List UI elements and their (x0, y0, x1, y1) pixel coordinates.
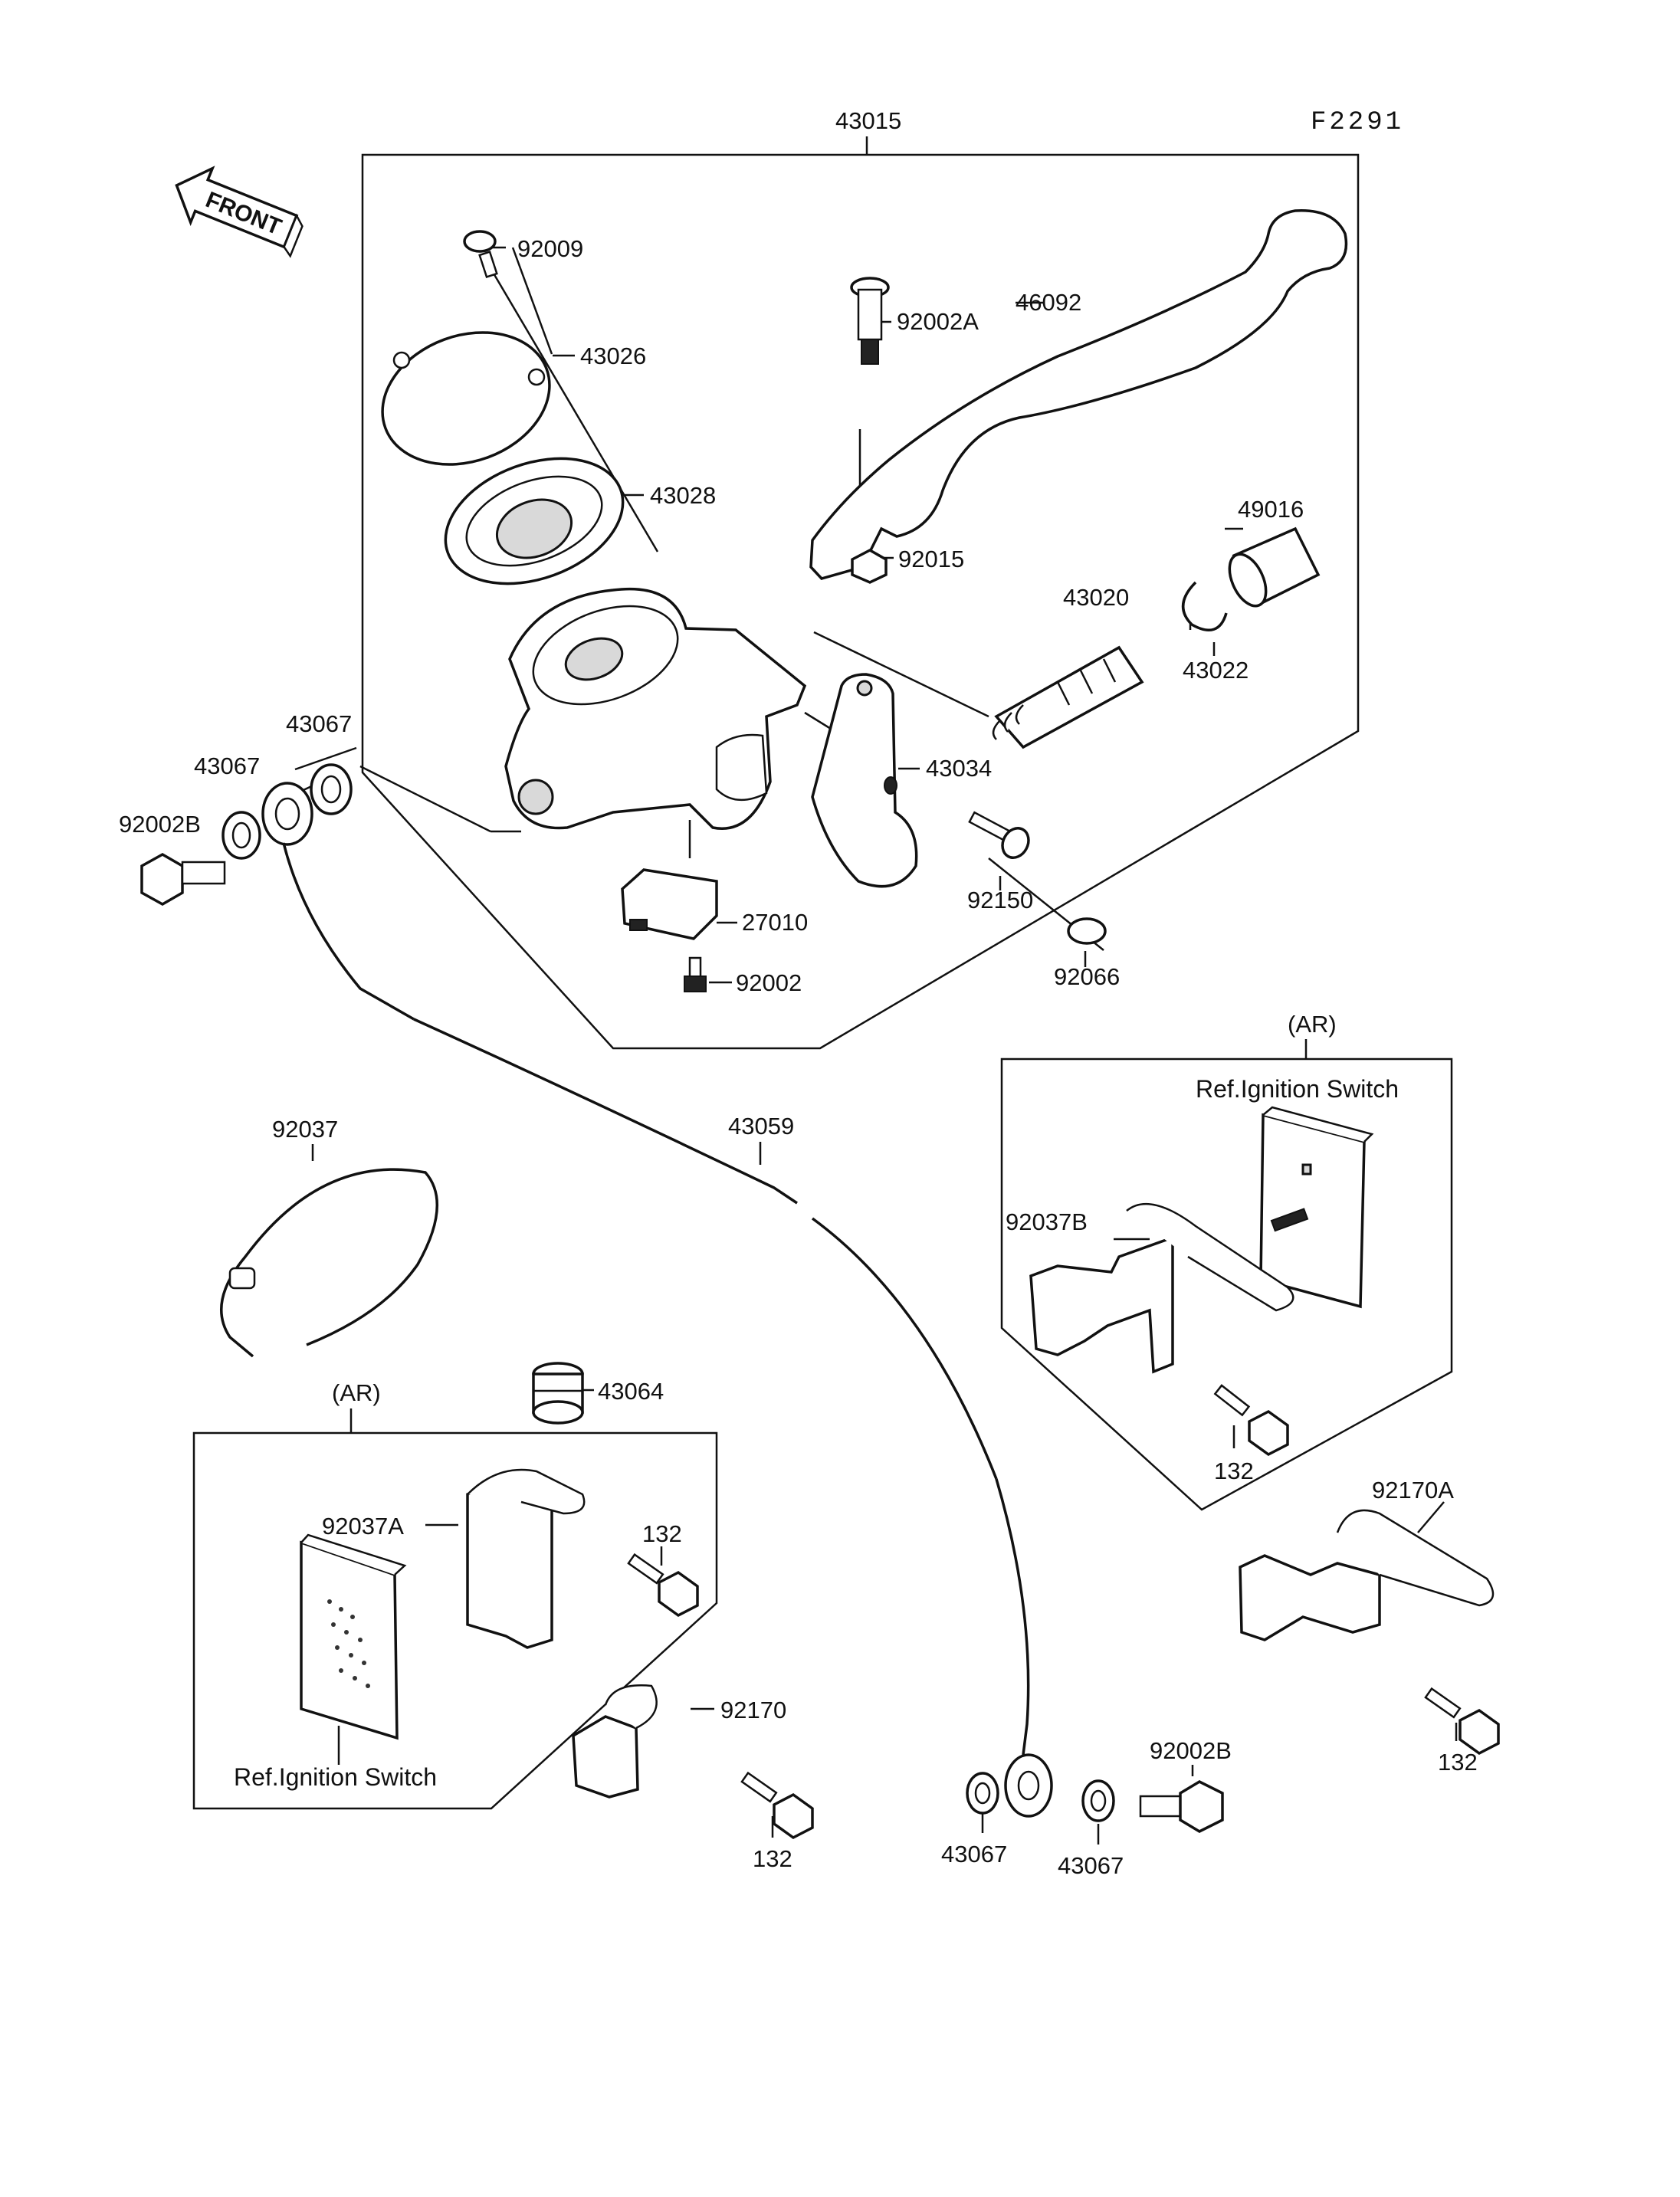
dust-boot-49016-icon (1228, 526, 1321, 608)
front-direction-arrow-icon: FRONT (175, 166, 304, 258)
label-43015: 43015 (835, 107, 901, 134)
label-49016: 49016 (1238, 496, 1304, 523)
brake-switch-27010-icon (621, 868, 718, 940)
left-ar-group-outline (192, 1431, 718, 1810)
label-92150: 92150 (967, 887, 1033, 913)
circlip-43022-icon (1181, 581, 1228, 631)
washer-hole-icon (1090, 1789, 1107, 1812)
washer-hole-icon (320, 775, 342, 804)
label-43064: 43064 (598, 1378, 664, 1405)
label-ref-ignition-switch-left: Ref.Ignition Switch (234, 1763, 437, 1791)
bracket-92170-icon (572, 1684, 658, 1799)
label-92037B: 92037B (1006, 1208, 1088, 1235)
nut-92015-icon (851, 549, 888, 584)
label-92170A: 92170A (1372, 1477, 1454, 1503)
banjo-bolt-92002B-icon (1139, 1780, 1224, 1833)
label-92009: 92009 (517, 235, 583, 262)
diagram-code: F2291 (1311, 108, 1404, 137)
bracket-92037A-icon (466, 1468, 586, 1649)
banjo-bolt-92002B-icon (140, 852, 226, 907)
label-43067-bottom-left: 43067 (941, 1841, 1007, 1867)
label-43022: 43022 (1183, 657, 1249, 684)
screw-92009-icon (463, 230, 498, 279)
part-number-labels: F2291 43015 92009 43026 43028 92002A 460… (119, 107, 1478, 1879)
label-92002: 92002 (736, 969, 802, 996)
label-43059: 43059 (728, 1113, 794, 1139)
label-43026: 43026 (580, 343, 646, 369)
bracket-92037B-icon (1029, 1202, 1309, 1374)
bolt-132-icon (740, 1771, 814, 1840)
label-92015: 92015 (898, 546, 964, 572)
screw-92002-icon (684, 956, 707, 992)
label-ar-left: (AR) (332, 1379, 381, 1406)
cap-hole-icon (527, 368, 546, 386)
label-ref-ignition-switch-right: Ref.Ignition Switch (1196, 1075, 1399, 1103)
washer-hole-icon (231, 821, 251, 849)
reservoir-cap-43026-icon (381, 331, 551, 466)
band-clamp-92037-icon (220, 1168, 439, 1358)
label-43067-left: 43067 (194, 753, 260, 779)
cap-92066-icon (1067, 917, 1107, 945)
clamp-43034-icon (811, 673, 918, 888)
label-132-bottom: 132 (753, 1845, 792, 1872)
label-132-right: 132 (1214, 1458, 1254, 1484)
label-ar-right: (AR) (1288, 1011, 1337, 1038)
bolt-132-icon (1213, 1384, 1289, 1457)
master-cylinder-group-outline (361, 153, 1360, 1050)
ignition-switch-right-icon (1259, 1106, 1374, 1309)
bracket-92170A-icon (1239, 1509, 1495, 1641)
brake-lever-46092-icon (809, 209, 1348, 580)
band-tab-icon (228, 1267, 256, 1290)
label-92066: 92066 (1054, 963, 1120, 990)
right-ar-group-outline (1000, 1058, 1453, 1511)
label-43067-bottom-right: 43067 (1058, 1852, 1124, 1879)
washer-hole-icon (974, 1782, 991, 1805)
label-43067-top: 43067 (286, 710, 352, 737)
grommet-43064-icon (532, 1362, 584, 1425)
label-132-far-right: 132 (1438, 1749, 1478, 1776)
cap-hole-icon (392, 351, 411, 369)
label-43028: 43028 (650, 482, 716, 509)
brake-hose-43059-icon (261, 782, 1053, 1818)
piston-assembly-43020-icon (992, 645, 1144, 749)
label-92002B-right: 92002B (1150, 1737, 1232, 1764)
label-43020: 43020 (1063, 584, 1129, 611)
label-92170: 92170 (720, 1697, 786, 1723)
diaphragm-43028-icon (444, 457, 625, 585)
master-cylinder-body-icon (504, 587, 807, 830)
pivot-bolt-92002A-icon (850, 277, 890, 365)
bolt-92150-icon (968, 811, 1030, 859)
label-46092: 46092 (1016, 289, 1081, 316)
label-132-left: 132 (642, 1520, 682, 1547)
label-92037A: 92037A (322, 1513, 404, 1540)
label-27010: 27010 (742, 909, 808, 936)
label-92037: 92037 (272, 1116, 338, 1143)
bolt-132-icon (627, 1553, 699, 1618)
label-43034: 43034 (926, 755, 992, 782)
label-92002B-left: 92002B (119, 811, 201, 838)
switch-texture-icon (327, 1599, 370, 1688)
ignition-switch-left-icon (300, 1533, 407, 1740)
label-92002A: 92002A (897, 308, 979, 335)
bolt-132-icon (1424, 1687, 1500, 1756)
